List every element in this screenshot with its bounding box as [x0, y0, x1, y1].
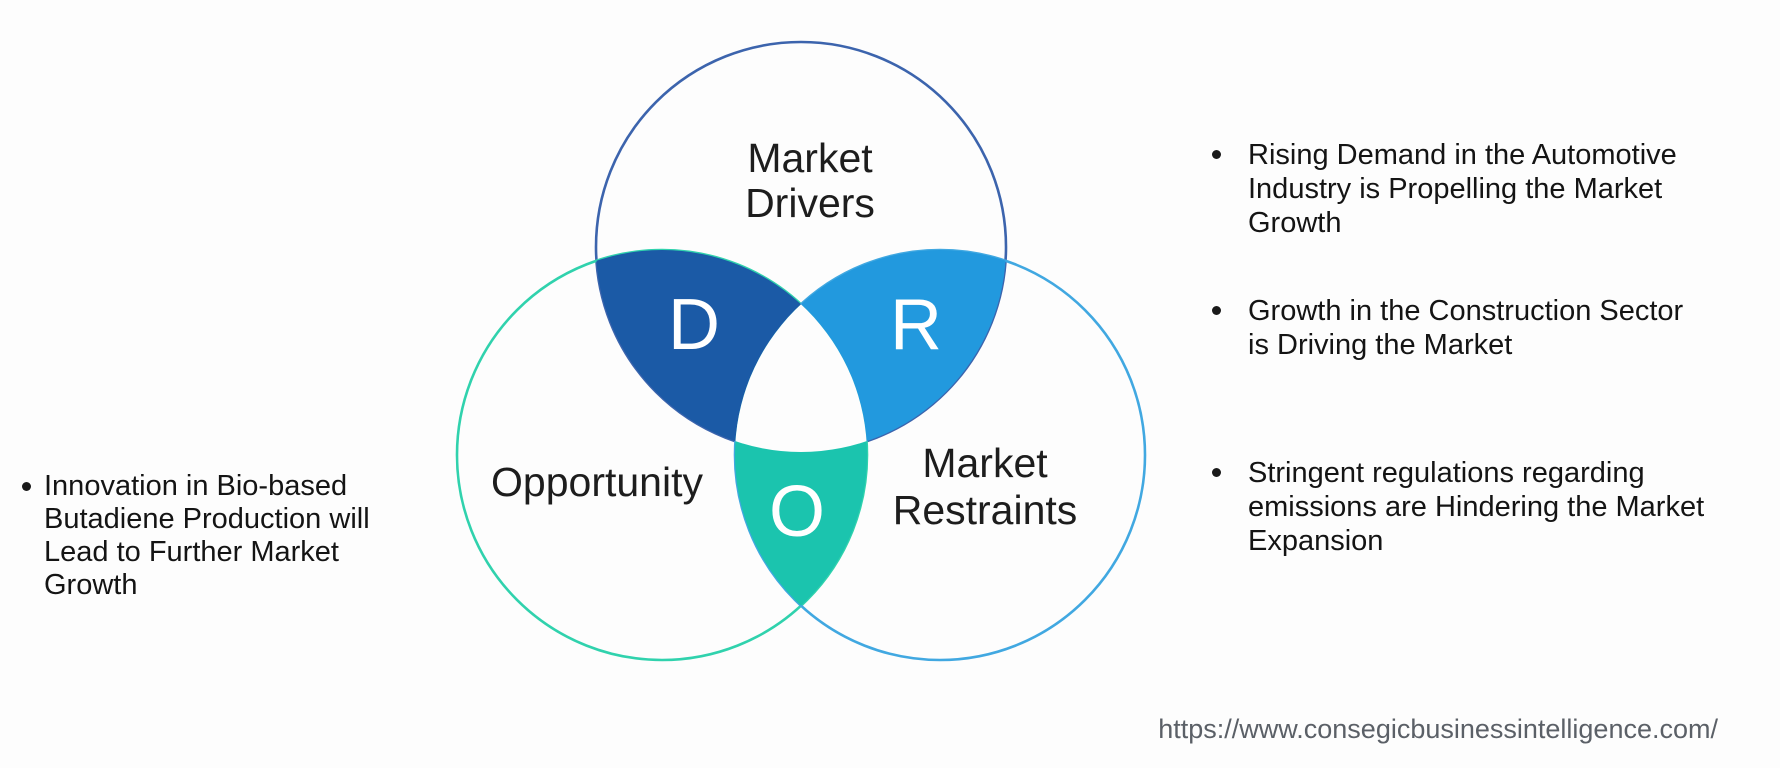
restraints-label-line1: Market — [922, 440, 1048, 486]
restraint-note-text: Stringent regulations regarding emission… — [1248, 456, 1704, 558]
bullet-dot — [1212, 150, 1221, 159]
driver-note-2-text: Growth in the Construction Sector is Dri… — [1248, 294, 1683, 362]
center-triple-region — [735, 250, 867, 452]
opportunity-letter: O — [769, 472, 825, 552]
note-line: is Driving the Market — [1248, 329, 1513, 361]
restraints-label-line2: Restraints — [893, 487, 1078, 533]
note-line: Rising Demand in the Automotive — [1248, 139, 1677, 171]
opportunity-note-text: Innovation in Bio-based Butadiene Produc… — [44, 470, 370, 602]
note-line: Growth — [1248, 207, 1342, 239]
drivers-label-line1: Market — [747, 135, 873, 181]
drivers-label-line2: Drivers — [745, 180, 875, 226]
drivers-restraints-notes: Rising Demand in the Automotive Industry… — [1212, 138, 1704, 558]
driver-note-2: Growth in the Construction Sector is Dri… — [1212, 294, 1704, 362]
note-line: Growth in the Construction Sector — [1248, 295, 1684, 327]
note-line: Growth — [44, 569, 138, 601]
note-line: emissions are Hindering the Market — [1248, 491, 1705, 523]
opportunity-label: Opportunity — [491, 459, 703, 505]
note-line: Expansion — [1248, 525, 1384, 557]
bullet-dot — [1212, 306, 1221, 315]
drivers-letter: D — [668, 285, 720, 365]
note-line: Lead to Further Market — [44, 536, 339, 568]
restraints-letter: R — [890, 285, 942, 365]
bullet-dot — [22, 482, 31, 491]
opportunity-note: Innovation in Bio-based Butadiene Produc… — [22, 470, 370, 602]
bullet-dot — [1212, 468, 1221, 477]
driver-note-1-text: Rising Demand in the Automotive Industry… — [1248, 138, 1677, 240]
note-line: Stringent regulations regarding — [1248, 457, 1645, 489]
source-url[interactable]: https://www.consegicbusinessintelligence… — [1158, 714, 1718, 744]
note-line: Innovation in Bio-based — [44, 470, 348, 502]
driver-note-1: Rising Demand in the Automotive Industry… — [1212, 138, 1704, 240]
note-line: Industry is Propelling the Market — [1248, 173, 1663, 205]
restraint-note: Stringent regulations regarding emission… — [1212, 456, 1704, 558]
note-line: Butadiene Production will — [44, 503, 370, 535]
